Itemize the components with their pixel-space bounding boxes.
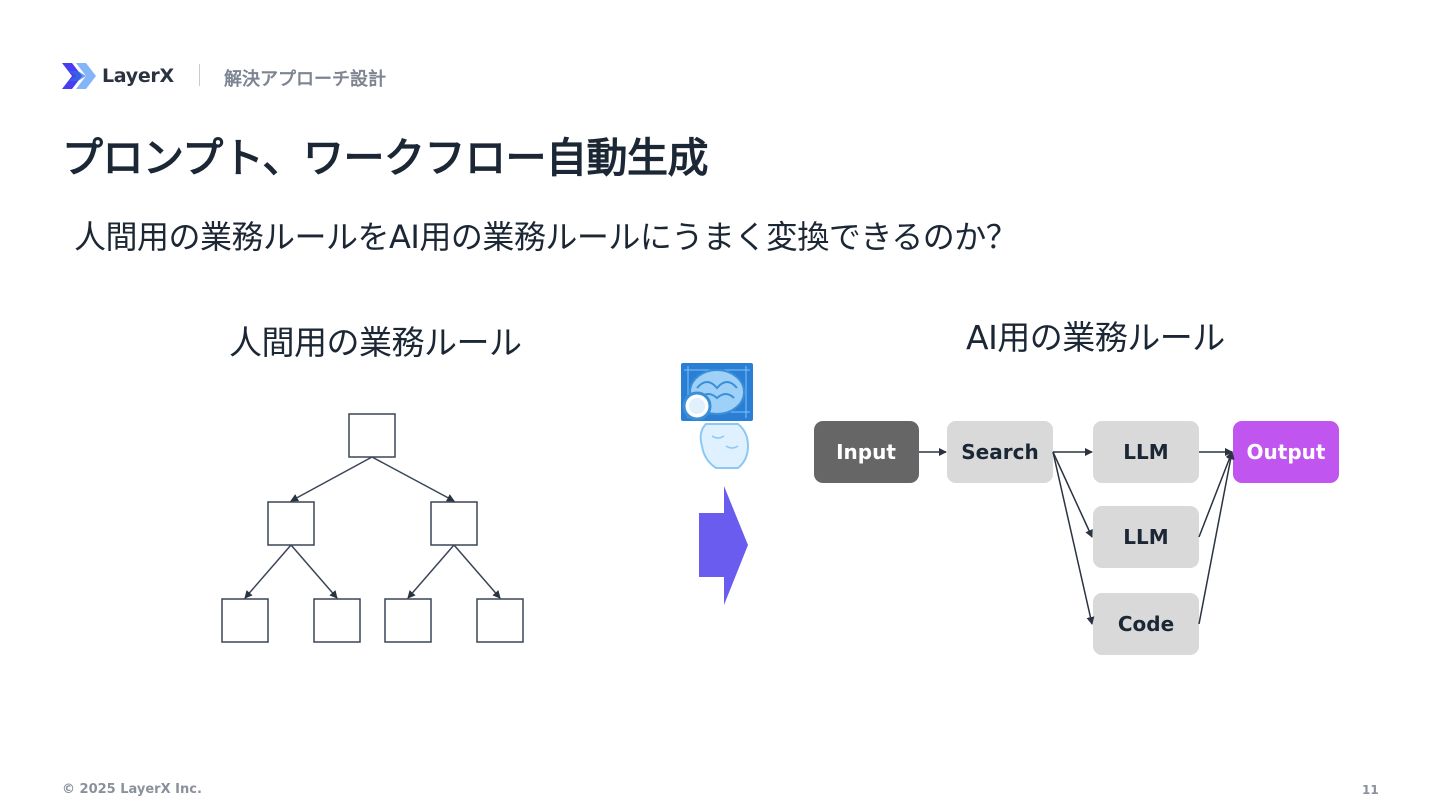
layerx-logo-icon xyxy=(62,63,96,89)
person-body-icon xyxy=(699,423,750,469)
workflow-node-label: LLM xyxy=(1123,440,1168,464)
workflow-node-label: LLM xyxy=(1123,525,1168,549)
workflow-node-label: Input xyxy=(836,440,896,464)
tree-edge xyxy=(290,456,373,502)
ai-brain-illustration xyxy=(681,363,753,469)
workflow-node-output[interactable]: Output xyxy=(1233,421,1339,483)
workflow-node-label: Search xyxy=(961,440,1038,464)
tree-edge xyxy=(453,544,501,599)
workflow-node-code[interactable]: Code xyxy=(1093,593,1199,655)
page-title: プロンプト、ワークフロー自動生成 xyxy=(62,134,708,182)
tree-edges xyxy=(244,456,501,599)
workflow-edge xyxy=(1052,451,1093,538)
tree-edge xyxy=(371,456,455,502)
tree-edge xyxy=(290,544,338,599)
transform-arrow-icon xyxy=(699,486,748,605)
workflow-node-llm-2[interactable]: LLM xyxy=(1093,506,1199,568)
human-rules-tree xyxy=(221,413,524,643)
brand-logo: LayerX xyxy=(62,62,178,90)
ai-rules-title: AI用の業務ルール xyxy=(966,318,1225,357)
workflow-node-input[interactable]: Input xyxy=(814,421,919,483)
workflow-edge xyxy=(1052,451,1095,625)
workflow-node-search[interactable]: Search xyxy=(947,421,1053,483)
header-divider xyxy=(199,64,200,86)
workflow-edge xyxy=(1198,451,1234,538)
workflow-node-label: Code xyxy=(1118,612,1174,636)
tree-leaf-3 xyxy=(384,598,432,643)
workflow-nodes: Input Search LLM LLM Code Output xyxy=(814,421,1339,655)
tree-leaf-1 xyxy=(221,598,269,643)
page-number: 11 xyxy=(1362,783,1379,797)
page-subtitle: 人間用の業務ルールをAI用の業務ルールにうまく変換できるのか？ xyxy=(74,218,1018,256)
tree-leaf-4 xyxy=(476,598,524,643)
tree-leaf-2 xyxy=(313,598,361,643)
tree-edge xyxy=(407,544,455,599)
footer-copyright: © 2025 LayerX Inc. xyxy=(62,782,202,797)
workflow-edges xyxy=(919,448,1235,625)
workflow-edge xyxy=(1198,451,1235,625)
brand-name: LayerX xyxy=(102,65,174,87)
tree-edge xyxy=(244,544,292,599)
section-label: 解決アプローチ設計 xyxy=(224,69,386,90)
human-rules-title: 人間用の業務ルール xyxy=(229,323,522,362)
tree-node-left xyxy=(267,501,315,546)
tree-node-right xyxy=(430,501,478,546)
tree-node-root xyxy=(348,413,396,458)
workflow-node-label: Output xyxy=(1247,440,1326,464)
workflow-node-llm-1[interactable]: LLM xyxy=(1093,421,1199,483)
